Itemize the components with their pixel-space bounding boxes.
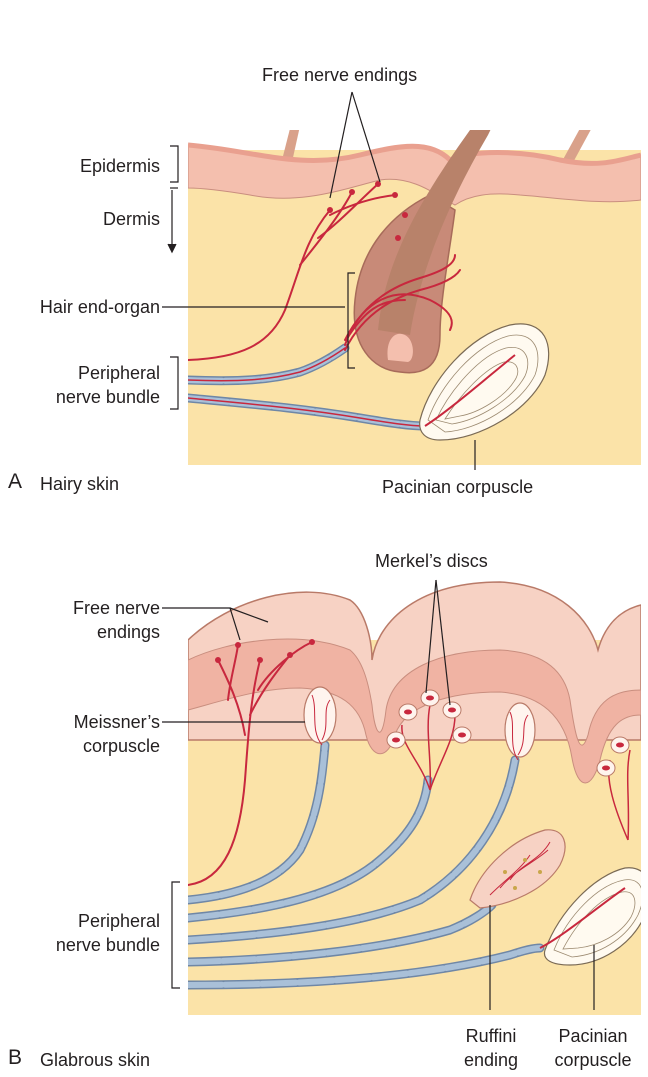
label-meissners-corpuscle-line1: Meissner’s bbox=[73, 712, 160, 732]
panel-a-letter: A bbox=[8, 470, 23, 493]
label-peripheral-nerve-bundle-a-line2: nerve bundle bbox=[55, 387, 160, 407]
panel-a-illustration bbox=[188, 130, 641, 465]
meissner-corpuscle-1 bbox=[303, 686, 337, 746]
panel-b-letter: B bbox=[8, 1046, 23, 1069]
label-pacinian-corpuscle-b-line1: Pacinian bbox=[558, 1026, 628, 1046]
label-pacinian-corpuscle-b-line2: corpuscle bbox=[554, 1050, 632, 1070]
hair-bulb bbox=[387, 333, 413, 362]
label-dermis: Dermis bbox=[103, 209, 160, 229]
ruffini-ending-shape bbox=[469, 829, 566, 909]
label-hair-end-organ: Hair end-organ bbox=[39, 297, 160, 317]
label-free-nerve-endings-a: Free nerve endings bbox=[262, 65, 418, 85]
label-free-nerve-endings-b-line1: Free nerve bbox=[72, 598, 160, 618]
label-free-nerve-endings-b-line2: endings bbox=[96, 622, 160, 642]
label-ruffini-ending-line2: ending bbox=[463, 1050, 519, 1070]
meissner-corpuscle-2 bbox=[504, 702, 536, 761]
label-merkels-discs: Merkel’s discs bbox=[375, 551, 488, 571]
merkel-disc-cluster-1 bbox=[386, 689, 472, 791]
pacinian-corpuscle-b-shape bbox=[539, 867, 641, 966]
background-hair-left bbox=[282, 130, 300, 162]
epidermis-a-surface bbox=[188, 142, 641, 166]
label-peripheral-nerve-bundle-b-line1: Peripheral bbox=[77, 911, 160, 931]
label-epidermis: Epidermis bbox=[79, 156, 160, 176]
nerve-ending-dots-b bbox=[215, 639, 315, 663]
pacinian-corpuscle-a-shape bbox=[419, 323, 550, 441]
panel-b-pointers bbox=[162, 579, 595, 1010]
panel-a-pointers bbox=[162, 91, 476, 470]
nerve-ending-dots-a bbox=[327, 181, 408, 241]
label-peripheral-nerve-bundle-b-line2: nerve bundle bbox=[55, 935, 160, 955]
panel-b-title: Glabrous skin bbox=[40, 1050, 151, 1070]
panel-b-illustration bbox=[188, 581, 641, 1015]
label-pacinian-corpuscle-a: Pacinian corpuscle bbox=[382, 477, 534, 497]
nerve-bundle-b bbox=[188, 740, 545, 990]
epidermis-b-outer bbox=[188, 581, 641, 741]
merkel-disc-cluster-2 bbox=[596, 736, 631, 841]
label-ruffini-ending-line1: Ruffini bbox=[465, 1026, 517, 1046]
label-meissners-corpuscle-line2: corpuscle bbox=[82, 736, 160, 756]
nerve-bundle-a bbox=[188, 343, 430, 431]
nerve-fibers-b bbox=[188, 641, 313, 886]
label-peripheral-nerve-bundle-a-line1: Peripheral bbox=[77, 363, 160, 383]
nerve-fibers-a bbox=[188, 183, 461, 361]
background-hair-right bbox=[560, 130, 591, 168]
panel-a-title: Hairy skin bbox=[40, 474, 120, 494]
